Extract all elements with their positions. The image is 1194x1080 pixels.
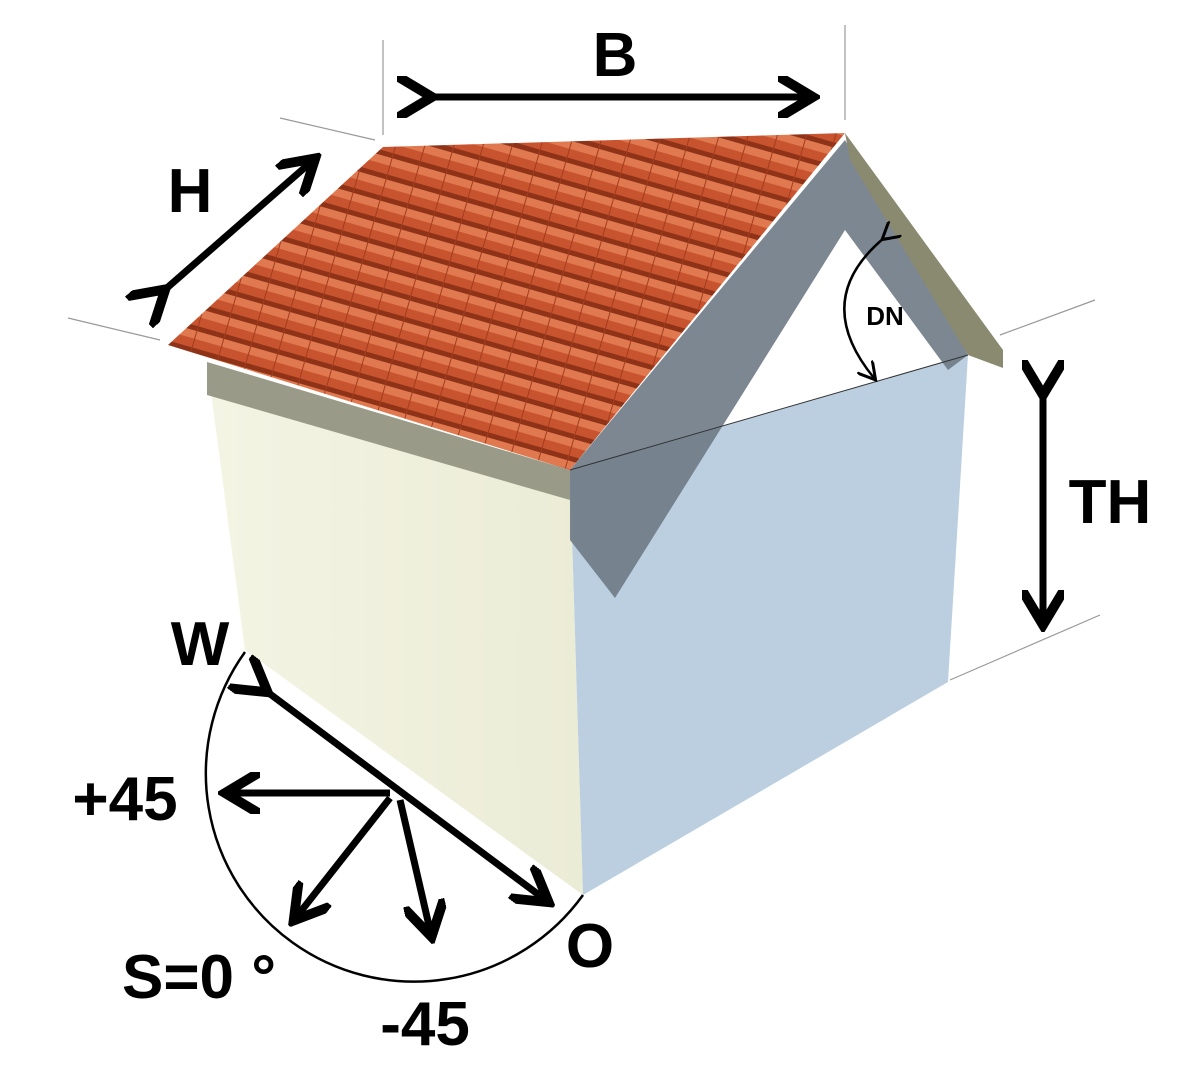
eave-height-label: TH — [1069, 468, 1152, 537]
roof-edge — [845, 133, 1003, 368]
west-label: W — [171, 610, 230, 679]
depth-label: H — [168, 157, 213, 226]
roof-pitch-label: DN — [866, 301, 904, 331]
minus45-label: -45 — [380, 990, 470, 1059]
east-label: O — [566, 912, 614, 981]
roof-tiles — [168, 133, 845, 470]
roof-pitch-arc — [843, 238, 884, 378]
width-label: B — [593, 21, 638, 90]
south-arrow — [298, 795, 393, 915]
minus45-arrow — [396, 799, 430, 930]
extension-lines — [67, 25, 1101, 681]
eave-fascia — [207, 362, 570, 500]
compass-arc — [204, 651, 585, 983]
depth-arrow — [160, 163, 310, 294]
west-east-arrow — [262, 688, 543, 898]
south-label: S=0 ° — [122, 943, 276, 1012]
plus45-label: +45 — [72, 765, 177, 834]
